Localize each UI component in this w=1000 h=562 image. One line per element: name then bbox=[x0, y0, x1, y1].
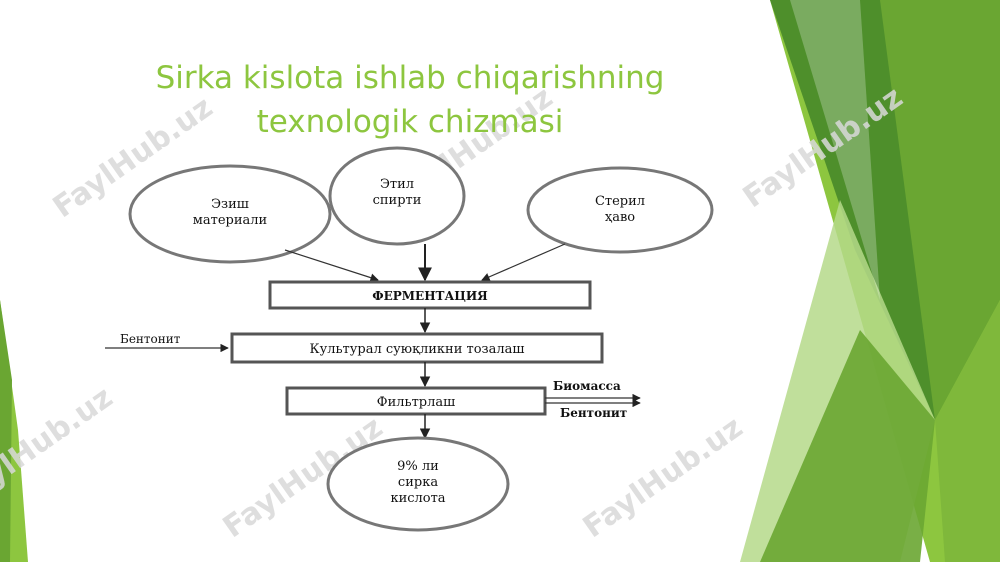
product-node-acetic-acid: 9% ли сирка кислота bbox=[326, 436, 510, 532]
step-fermentation-box: ФЕРМЕНТАЦИЯ bbox=[268, 280, 592, 310]
input-2-line-2: спирти bbox=[373, 193, 422, 208]
title-line-2: texnologik chizmasi bbox=[256, 104, 564, 140]
step-filtration-label: Фильтрлаш bbox=[377, 395, 455, 410]
input-node-grinding-material: Эзиш материали bbox=[128, 164, 332, 264]
step-cleaning-label: Культурал суюқликни тозалаш bbox=[310, 342, 525, 357]
input-3-line-1: Стерил bbox=[595, 194, 645, 209]
product-line-3: кислота bbox=[390, 491, 445, 506]
title-line-1: Sirka kislota ishlab chiqarishning bbox=[155, 60, 665, 96]
arrow-input-1 bbox=[284, 249, 379, 282]
arrow-input-3 bbox=[481, 243, 566, 281]
input-1-line-2: материали bbox=[193, 213, 267, 228]
input-3-line-2: ҳаво bbox=[605, 210, 635, 225]
step-cleaning-box: Культурал суюқликни тозалаш bbox=[230, 332, 604, 364]
product-line-2: сирка bbox=[398, 475, 438, 490]
output-biomass-label: Биомасса bbox=[553, 379, 621, 393]
input-node-ethyl-alcohol: Этил спирти bbox=[328, 146, 466, 246]
output-bentonite-label: Бентонит bbox=[560, 406, 627, 420]
page-title: Sirka kislota ishlab chiqarishning texno… bbox=[70, 56, 750, 144]
input-node-sterile-air: Стерил ҳаво bbox=[526, 166, 714, 254]
input-1-line-1: Эзиш bbox=[211, 197, 249, 212]
side-input-bentonite-label: Бентонит bbox=[120, 332, 181, 346]
step-fermentation-label: ФЕРМЕНТАЦИЯ bbox=[372, 289, 488, 303]
input-2-line-1: Этил bbox=[380, 177, 414, 192]
step-filtration-box: Фильтрлаш bbox=[285, 386, 547, 416]
product-line-1: 9% ли bbox=[397, 459, 439, 474]
